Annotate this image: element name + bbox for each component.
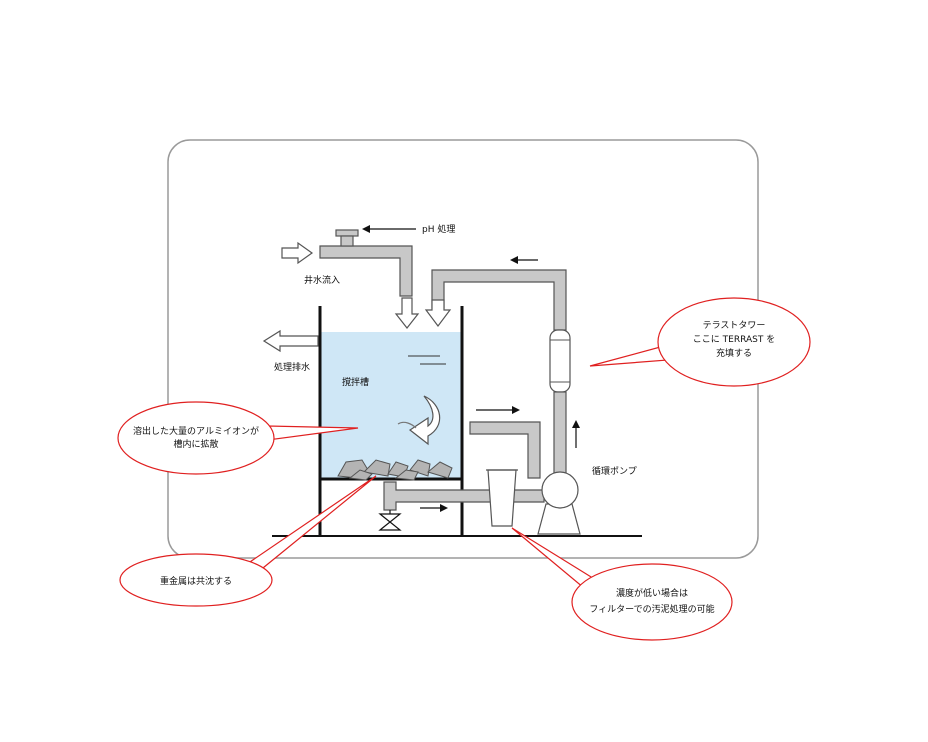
- stirring-arrow-icon: [408, 395, 441, 446]
- bottom-pipe: [383, 481, 545, 511]
- overflow-arrowhead-icon: [512, 406, 520, 414]
- callout-aluminum: 溶出した大量のアルミイオンが 槽内に拡散: [117, 401, 359, 475]
- callout-filter-line-1: 濃度が低い場合は: [616, 587, 688, 599]
- inflow-arrow-icon: [281, 241, 314, 265]
- inflow-down-arrow-icon: [394, 297, 420, 329]
- ph-valve-cap: [335, 229, 359, 237]
- callout-filter-bubble: [571, 563, 733, 641]
- callout-terrast-line-2: ここに TERRAST を: [693, 334, 775, 345]
- overflow-pipe: [469, 421, 541, 479]
- callout-heavy-metal-line-1: 重金属は共沈する: [160, 575, 232, 587]
- inflow-pipe: [319, 245, 413, 297]
- pump-body-icon: [541, 471, 579, 509]
- callout-terrast-line-3: 充填する: [716, 347, 752, 359]
- tank-label: 撹拌槽: [342, 376, 369, 388]
- pump-up-arrowhead-icon: [572, 420, 580, 428]
- return-flow-arrowhead-icon: [510, 256, 518, 264]
- inflow-label: 井水流入: [304, 274, 340, 286]
- callout-aluminum-line-1: 溶出した大量のアルミイオンが: [133, 425, 259, 437]
- callout-terrast-bubble: [657, 297, 811, 387]
- callout-heavy-metal-bubble: [119, 553, 273, 607]
- callout-terrast: テラストタワー ここに TERRAST を 充填する: [589, 297, 811, 387]
- callout-aluminum-bubble: [117, 401, 275, 475]
- stirring-arrow-tail-icon: [397, 421, 417, 429]
- sediment-stones: [337, 459, 453, 481]
- pump-label: 循環ポンプ: [592, 465, 637, 477]
- discharge-label: 処理排水: [274, 361, 310, 373]
- filter-cup: [487, 469, 517, 527]
- ph-arrowhead-icon: [362, 225, 370, 233]
- callout-terrast-line-1: テラストタワー: [703, 320, 766, 331]
- callout-aluminum-line-2: 槽内に拡散: [173, 438, 218, 450]
- bottom-flow-arrowhead-icon: [440, 504, 448, 512]
- drain-valve-icon: [378, 513, 402, 531]
- ph-valve-stem: [340, 235, 354, 247]
- callout-filter: 濃度が低い場合は フィルターでの汚泥処理の可能: [511, 527, 733, 641]
- callout-filter-line-2: フィルターでの汚泥処理の可能: [589, 603, 714, 615]
- discharge-arrow-icon: [262, 329, 319, 353]
- return-pipe: [431, 269, 567, 331]
- ph-label: pH 処理: [422, 223, 455, 235]
- pump-riser-pipe: [553, 391, 567, 477]
- return-down-arrow-icon: [424, 299, 452, 327]
- tank-water: [320, 332, 462, 478]
- callout-heavy-metal: 重金属は共沈する: [119, 475, 377, 607]
- terrast-tower: [549, 329, 571, 393]
